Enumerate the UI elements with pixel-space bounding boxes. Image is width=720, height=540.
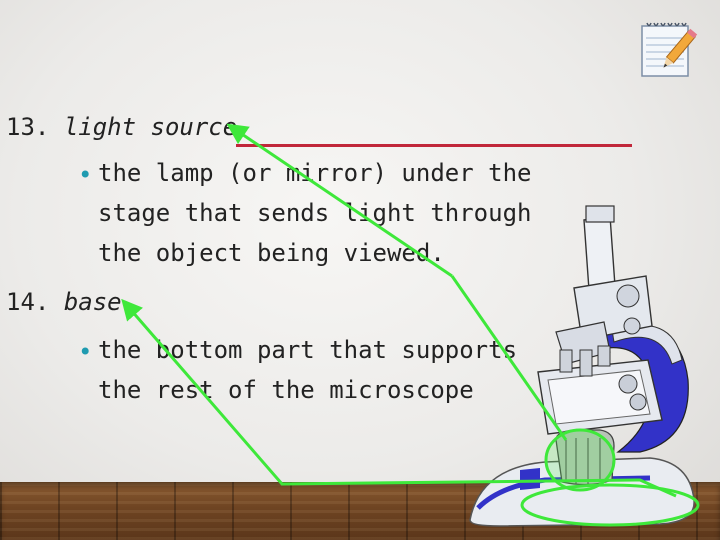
definition-line: the rest of the microscope [98,376,474,404]
term-label: light source [63,113,238,141]
item-number: 14. [6,288,50,316]
bullet-dot-icon: • [78,161,93,189]
definition-line: the object being viewed. [98,239,445,267]
definition-line: stage that sends light through [98,199,532,227]
item-14-heading: 14. base [6,288,122,316]
item-number: 13. [6,113,50,141]
definition-line: the bottom part that supports [98,336,518,364]
term-label: base [63,288,122,316]
bullet-dot-icon: • [78,338,93,366]
item-13-heading: 13. light source [6,113,237,141]
notepad-pencil-icon [641,22,698,77]
answer-underline [236,144,632,147]
